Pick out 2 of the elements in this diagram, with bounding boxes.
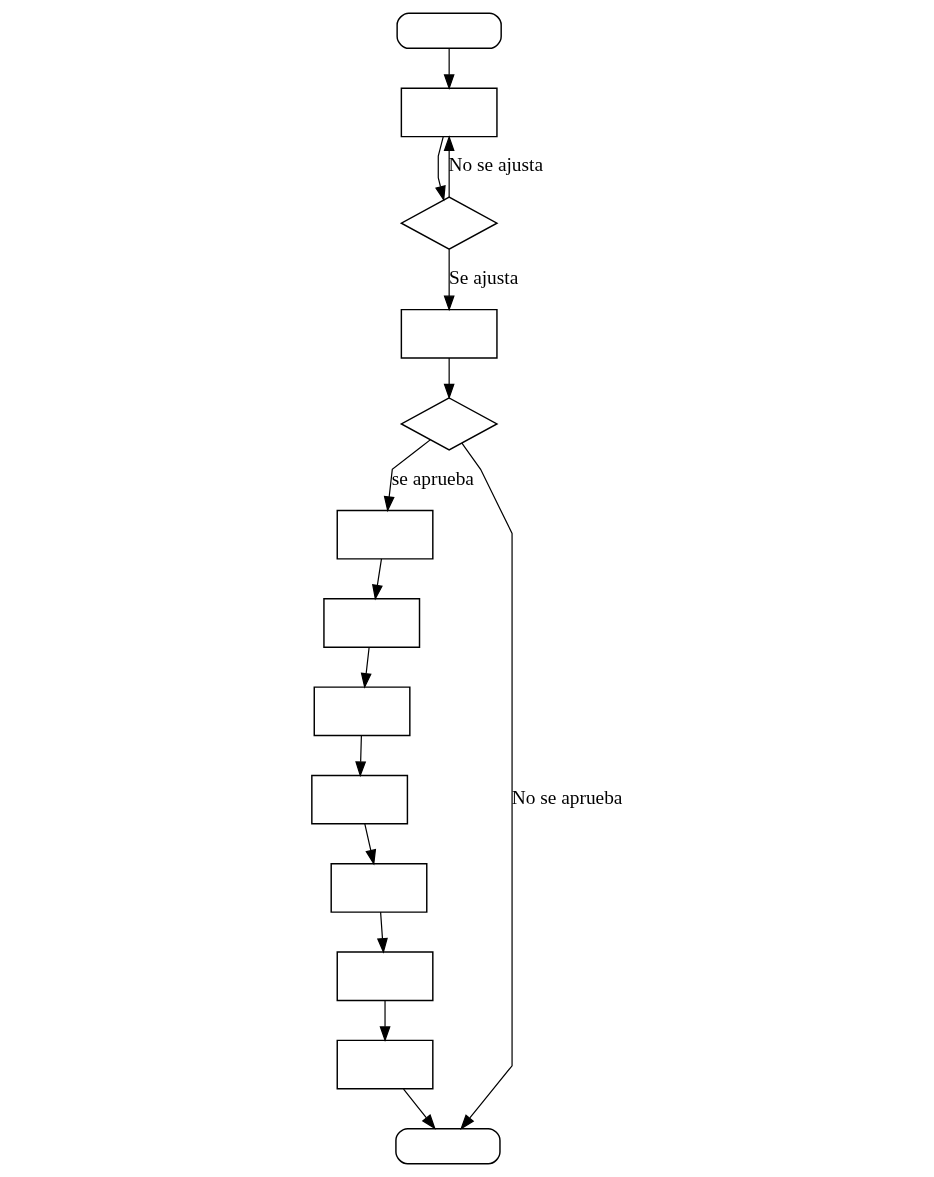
edge-label: Se ajusta <box>448 266 519 288</box>
edge-label: se aprueba <box>391 467 474 489</box>
